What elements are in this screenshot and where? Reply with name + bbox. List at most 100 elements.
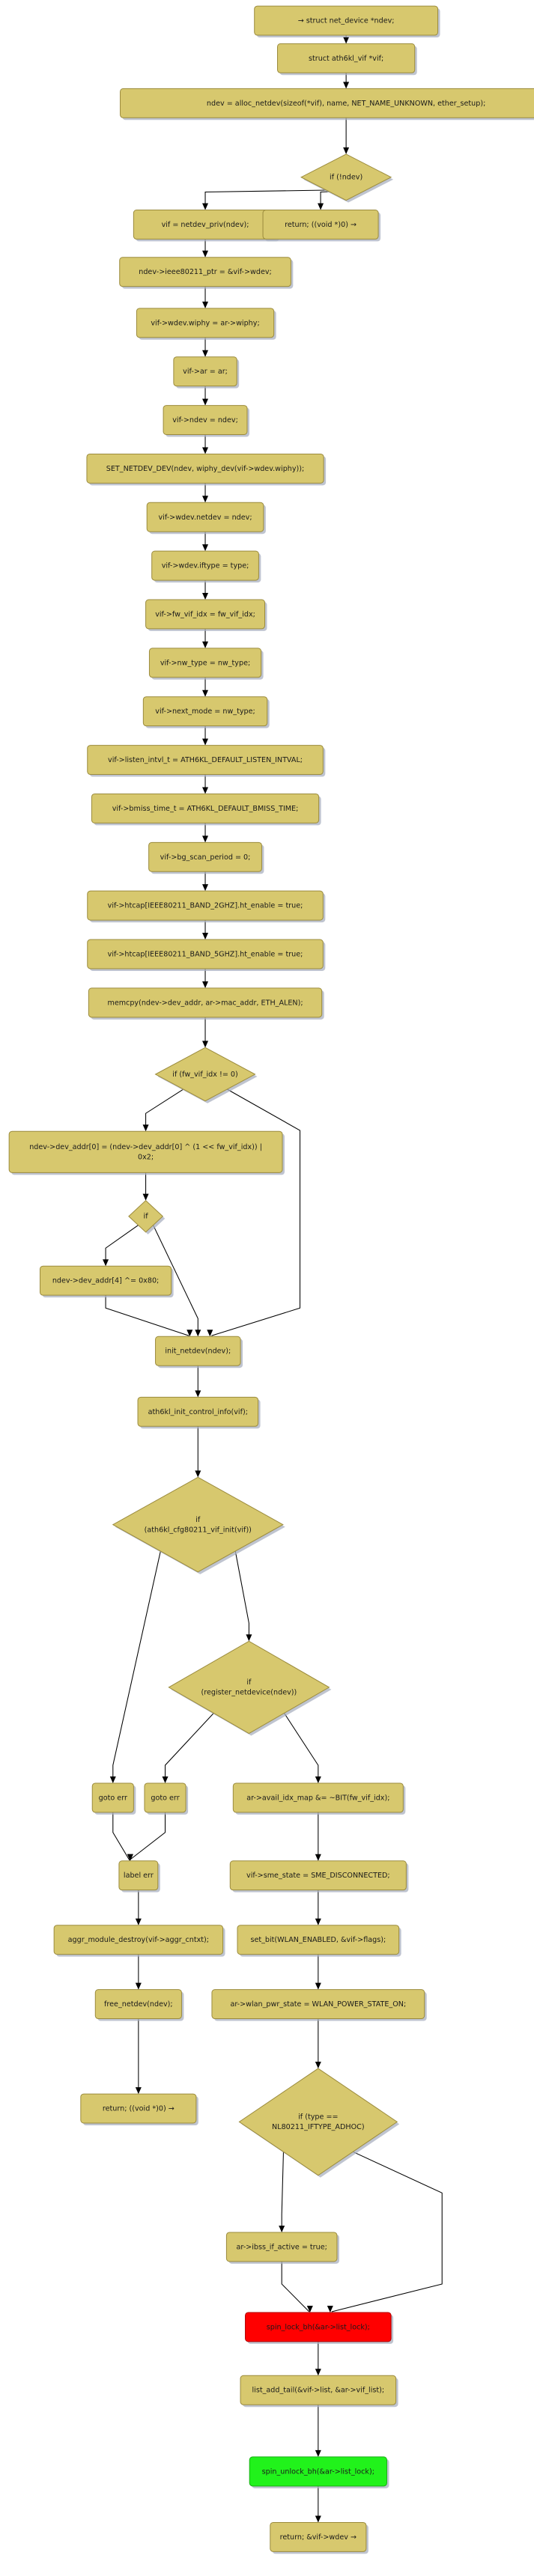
statement-shape <box>88 987 323 1018</box>
node-label: free_netdev(ndev); <box>104 2000 173 2009</box>
node-label: init_netdev(ndev); <box>165 1348 231 1356</box>
node-label: vif->htcap[IEEE80211_BAND_5GHZ].ht_enabl… <box>108 950 303 958</box>
flow-node[interactable]: if(register_netdevice(ndev)) <box>168 1640 332 1736</box>
statement-shape <box>211 1989 425 2020</box>
statement-shape <box>229 1860 407 1891</box>
flow-node[interactable]: vif->bg_scan_period = 0; <box>148 841 264 874</box>
flow-node[interactable]: ndev->dev_addr[4] ^= 0x80; <box>40 1265 174 1298</box>
flow-node[interactable]: ndev->ieee80211_ptr = &vif->wdev; <box>119 257 294 289</box>
flow-node[interactable]: if (fw_vif_idx != 0) <box>154 1047 258 1103</box>
flow-node[interactable]: struct ath6kl_vif *vif; <box>277 43 417 76</box>
flow-node[interactable]: vif->htcap[IEEE80211_BAND_2GHZ].ht_enabl… <box>87 890 326 923</box>
statement-shape <box>40 1265 172 1296</box>
statement-shape <box>136 308 275 338</box>
flow-node[interactable]: free_netdev(ndev); <box>94 1989 184 2021</box>
flow-node[interactable]: vif = netdev_priv(ndev); <box>133 210 279 242</box>
node-label: spin_lock_bh(&ar->list_lock); <box>267 2323 370 2331</box>
statement-shape <box>137 1396 259 1427</box>
arrow-head <box>135 1982 142 1990</box>
flow-node[interactable]: aggr_module_destroy(vif->aggr_cntxt); <box>53 1925 225 1957</box>
decision-shape <box>168 1640 330 1735</box>
flow-node[interactable]: ath6kl_init_control_info(vif); <box>137 1396 261 1429</box>
flow-node[interactable]: vif->wdev.iftype = type; <box>151 550 261 583</box>
flow-edge <box>112 1550 161 1782</box>
arrow-head <box>315 1982 321 1990</box>
flow-node[interactable]: label err <box>118 1860 160 1893</box>
flow-edge <box>284 1713 319 1782</box>
flow-edge <box>112 1812 130 1861</box>
arrow-head <box>202 787 209 794</box>
flow-node[interactable]: vif->next_mode = nw_type; <box>142 696 270 728</box>
arrow-head <box>186 1330 193 1337</box>
node-label: ar->avail_idx_map &= ~BIT(fw_vif_idx); <box>246 1794 389 1802</box>
flow-node[interactable]: return; ((void *)0) → <box>262 210 381 242</box>
node-label: memcpy(ndev->dev_addr, ar->mac_addr, ETH… <box>107 999 303 1007</box>
flow-node[interactable]: ar->avail_idx_map &= ~BIT(fw_vif_idx); <box>232 1782 406 1815</box>
statement-shape <box>119 257 291 287</box>
statement-shape <box>91 1782 134 1813</box>
arrow-head <box>279 2225 285 2232</box>
node-label: vif->fw_vif_idx = fw_vif_idx; <box>155 610 255 618</box>
flow-node[interactable]: if <box>128 1199 166 1234</box>
flow-node[interactable]: spin_unlock_bh(&ar->list_lock); <box>249 2456 389 2488</box>
node-label: (ath6kl_cfg80211_vif_init(vif)) <box>145 1526 252 1534</box>
arrow-head <box>306 2305 313 2312</box>
node-label: ar->wlan_pwr_state = WLAN_POWER_STATE_ON… <box>230 2000 406 2009</box>
node-label: if <box>144 1213 149 1221</box>
decision-shape <box>300 153 392 201</box>
flow-node[interactable]: vif->sme_state = SME_DISCONNECTED; <box>229 1860 409 1893</box>
flow-node[interactable]: vif->wdev.wiphy = ar->wiphy; <box>136 308 276 340</box>
flow-node[interactable]: vif->ndev = ndev; <box>163 405 249 437</box>
flow-node[interactable]: ndev->dev_addr[0] = (ndev->dev_addr[0] ^… <box>8 1130 285 1175</box>
flow-node[interactable]: return; ((void *)0) → <box>80 2093 198 2126</box>
node-label: ndev = alloc_netdev(sizeof(*vif), name, … <box>207 100 485 108</box>
node-label: if (!ndev) <box>330 174 362 182</box>
flow-node[interactable]: vif->fw_vif_idx = fw_vif_idx; <box>145 599 267 631</box>
node-label: ndev->dev_addr[0] = (ndev->dev_addr[0] ^… <box>29 1143 262 1151</box>
flow-node[interactable]: return; &vif->wdev → <box>270 2521 368 2554</box>
node-label: ndev->dev_addr[4] ^= 0x80; <box>52 1277 159 1285</box>
arrow-head <box>202 301 209 308</box>
flow-node[interactable]: vif->listen_intvl_t = ATH6KL_DEFAULT_LIS… <box>87 745 326 777</box>
flow-node[interactable]: vif->wdev.netdev = ndev; <box>146 502 266 535</box>
flow-node[interactable]: list_add_tail(&vif->list, &ar->vif_list)… <box>240 2375 398 2408</box>
flow-node[interactable]: init_netdev(ndev); <box>155 1336 243 1368</box>
arrow-head <box>202 250 209 258</box>
node-label: ndev->ieee80211_ptr = &vif->wdev; <box>139 268 272 276</box>
statement-shape <box>86 453 324 484</box>
node-label: vif->bg_scan_period = 0; <box>160 853 251 862</box>
arrow-head <box>202 641 209 648</box>
flow-node[interactable]: ar->ibss_if_active = true; <box>225 2232 339 2264</box>
flow-node[interactable]: if(ath6kl_cfg80211_vif_init(vif)) <box>112 1476 285 1574</box>
arrow-head <box>142 1124 149 1132</box>
statement-shape <box>148 841 262 872</box>
statement-shape <box>225 2232 338 2262</box>
node-label: list_add_tail(&vif->list, &ar->vif_list)… <box>252 2387 385 2395</box>
arrow-head <box>142 1193 149 1201</box>
flow-node[interactable]: vif->htcap[IEEE80211_BAND_5GHZ].ht_enabl… <box>87 939 326 971</box>
flow-node[interactable]: if (!ndev) <box>300 153 394 203</box>
flow-node[interactable]: SET_NETDEV_DEV(ndev, wiphy_dev(vif->wdev… <box>86 453 327 486</box>
statement-shape <box>87 939 324 969</box>
flow-node[interactable]: vif->bmiss_time_t = ATH6KL_DEFAULT_BMISS… <box>91 793 321 826</box>
flow-node[interactable]: if (type ==NL80211_IFTYPE_ADHOC) <box>238 2068 400 2178</box>
flow-node[interactable]: vif->nw_type = nw_type; <box>148 648 264 680</box>
flow-node[interactable]: goto err <box>91 1782 136 1815</box>
node-label: vif->next_mode = nw_type; <box>155 707 255 716</box>
flow-node[interactable]: ar->wlan_pwr_state = WLAN_POWER_STATE_ON… <box>211 1989 427 2021</box>
flow-node[interactable]: memcpy(ndev->dev_addr, ar->mac_addr, ETH… <box>88 987 324 1020</box>
flow-node[interactable]: vif->ar = ar; <box>173 356 240 389</box>
node-label: spin_unlock_bh(&ar->list_lock); <box>262 2467 374 2476</box>
arrow-head <box>202 689 209 697</box>
flow-node[interactable]: ndev = alloc_netdev(sizeof(*vif), name, … <box>120 88 534 121</box>
flow-edge <box>164 1713 214 1782</box>
statement-shape <box>277 43 416 73</box>
arrow-head <box>343 82 350 89</box>
flow-node[interactable]: set_bit(WLAN_ENABLED, &vif->flags); <box>237 1925 401 1957</box>
flow-edge <box>129 1812 166 1861</box>
node-layer: → struct net_device *ndev; struct ath6kl_… <box>8 5 534 2554</box>
node-label: vif->htcap[IEEE80211_BAND_2GHZ].ht_enabl… <box>108 902 303 910</box>
flow-node[interactable]: goto err <box>144 1782 189 1815</box>
flow-node[interactable]: spin_lock_bh(&ar->list_lock); <box>245 2312 394 2344</box>
flow-node[interactable]: → struct net_device *ndev; <box>254 5 440 38</box>
